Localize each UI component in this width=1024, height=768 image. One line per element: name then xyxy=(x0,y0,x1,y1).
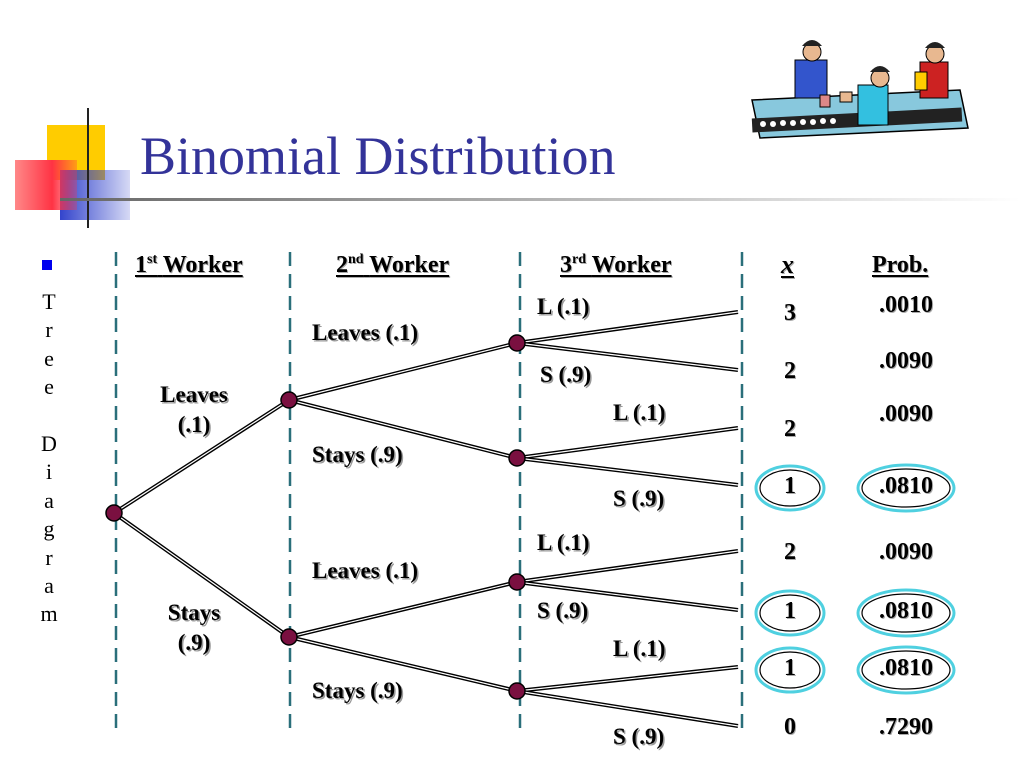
branch-root-stays-inner xyxy=(113,512,290,638)
outcome-probability: .0810 xyxy=(879,473,933,499)
branch-2-2-inner xyxy=(288,399,518,459)
branch-label-l3-4: S (.9) xyxy=(613,486,665,511)
header-2nd-worker: 2nd Worker xyxy=(336,252,450,278)
branch-label-stays-1: Stays(.9) xyxy=(167,600,221,655)
highlight-x-circle-4 xyxy=(754,464,826,512)
outcome-probability: .0810 xyxy=(879,655,933,681)
outcome-probability: .0010 xyxy=(879,292,933,318)
branch-2-3-inner xyxy=(288,581,518,638)
tree-node-7 xyxy=(508,682,526,700)
highlight-x-circle-inner-7 xyxy=(759,651,821,689)
vertical-label-char: r xyxy=(45,317,53,343)
tree-node-3 xyxy=(280,628,298,646)
outcome-x-value: 3 xyxy=(784,300,796,326)
outcome-x-value: 1 xyxy=(784,598,796,624)
branch-3-7-inner xyxy=(516,666,739,692)
branch-label-leaves-2-upper: Leaves (.1) xyxy=(312,320,419,345)
vertical-label-char: r xyxy=(45,544,53,570)
branch-3-8-inner xyxy=(516,690,739,727)
branch-label-l3-2: S (.9) xyxy=(540,362,592,387)
outcome-x-value: 1 xyxy=(784,473,796,499)
tree-node-4 xyxy=(508,334,526,352)
branch-root-leaves-inner xyxy=(113,399,290,514)
vertical-label-char: D xyxy=(41,430,57,456)
vertical-label-char: i xyxy=(45,459,53,485)
branch-3-2-inner xyxy=(516,342,739,371)
vertical-label-char: m xyxy=(40,601,58,627)
branch-3-3-inner xyxy=(516,427,739,459)
branch-label-leaves-2-lower: Leaves (.1) xyxy=(312,558,419,583)
highlight-prob-circle-7 xyxy=(856,645,956,695)
branch-3-1-inner xyxy=(516,311,739,344)
branch-2-1-inner xyxy=(288,342,518,401)
branch-3-4-inner xyxy=(516,457,739,486)
branch-3-5-inner xyxy=(516,550,739,583)
vertical-label-char: a xyxy=(44,487,54,513)
branch-label-l3-6: S (.9) xyxy=(537,598,589,623)
branch-label-l3-8: S (.9) xyxy=(613,724,665,749)
branch-label-stays-2-upper: Stays (.9) xyxy=(312,442,403,467)
header-3rd-worker: 3rd Worker xyxy=(560,252,672,278)
branch-3-6-inner xyxy=(516,581,739,611)
header-1st-worker: 1st Worker xyxy=(135,252,243,278)
header-x: x xyxy=(781,250,794,279)
slide-title: Binomial Distribution xyxy=(140,126,616,186)
highlight-x-circle-6 xyxy=(754,589,826,637)
bullet-square-icon xyxy=(42,260,52,270)
outcome-probability: .0090 xyxy=(879,539,933,565)
outcome-x-value: 2 xyxy=(784,358,796,384)
vertical-label-char: e xyxy=(44,345,54,371)
highlight-x-circle-7 xyxy=(754,646,826,694)
outcome-probability: .0090 xyxy=(879,401,933,427)
branch-label-stays-2-lower: Stays (.9) xyxy=(312,678,403,703)
tree-node-2 xyxy=(280,391,298,409)
outcome-x-value: 2 xyxy=(784,539,796,565)
branch-label-l3-5: L (.1) xyxy=(537,530,590,555)
outcome-probability: .0090 xyxy=(879,348,933,374)
tree-node-1 xyxy=(105,504,123,522)
title-rule xyxy=(60,198,1020,201)
highlight-x-circle-inner-6 xyxy=(759,594,821,632)
tree-node-6 xyxy=(508,573,526,591)
highlight-prob-circle-4 xyxy=(856,463,956,513)
branch-label-l3-3: L (.1) xyxy=(613,400,666,425)
highlight-prob-circle-inner-6 xyxy=(861,593,951,633)
deco-red-square xyxy=(15,160,77,210)
tree-node-5 xyxy=(508,449,526,467)
outcome-probability: .7290 xyxy=(879,714,933,740)
vertical-label-char: T xyxy=(42,289,56,314)
vertical-label-char: g xyxy=(43,516,55,542)
outcome-x-value: 1 xyxy=(784,655,796,681)
highlight-prob-circle-6 xyxy=(856,588,956,638)
branch-label-l3-7: L (.1) xyxy=(613,636,666,661)
outcome-x-value: 2 xyxy=(784,416,796,442)
outcome-probability: .0810 xyxy=(879,598,933,624)
highlight-prob-circle-inner-7 xyxy=(861,650,951,690)
branch-2-4-inner xyxy=(288,636,518,692)
outcome-x-value: 0 xyxy=(784,714,796,740)
branch-label-l3-1: L (.1) xyxy=(537,294,590,319)
highlight-prob-circle-inner-4 xyxy=(861,468,951,508)
highlight-x-circle-inner-4 xyxy=(759,469,821,507)
header-prob: Prob. xyxy=(872,252,929,278)
vertical-label-char: e xyxy=(44,374,54,400)
branch-label-leaves-1: Leaves(.1) xyxy=(160,382,228,437)
vertical-label-char: a xyxy=(44,572,54,598)
